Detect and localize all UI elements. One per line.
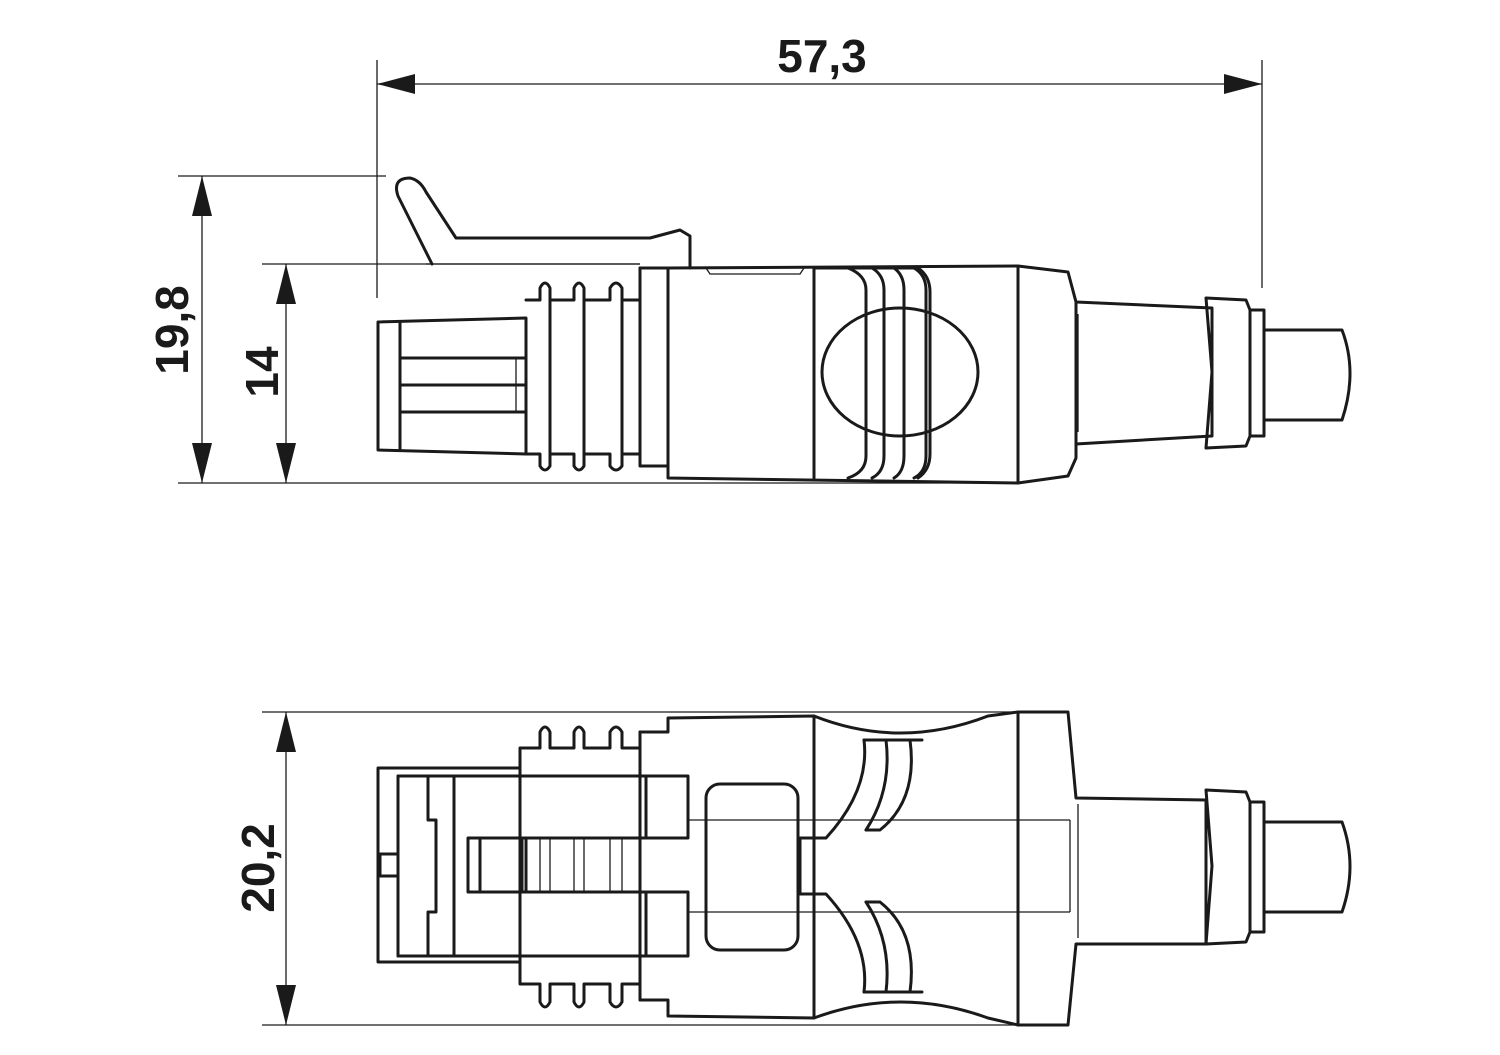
dimension-side-body-height: 14 xyxy=(236,263,640,483)
cable xyxy=(1262,328,1352,422)
top-view xyxy=(376,710,1352,1027)
dimension-overall-length: 57,3 xyxy=(376,30,1263,298)
dimension-label-14: 14 xyxy=(236,346,288,398)
housing-body xyxy=(666,264,1078,485)
ribbed-collar xyxy=(524,266,670,472)
dimension-label-19-8: 19,8 xyxy=(146,285,198,375)
center-slot xyxy=(466,836,528,894)
ribbed-collar-top xyxy=(518,725,642,1009)
side-view xyxy=(376,176,1352,485)
latch-lever xyxy=(395,176,692,270)
dimension-label-20-2: 20,2 xyxy=(232,823,284,913)
housing-window xyxy=(704,782,800,952)
cable-nut-top xyxy=(1204,788,1252,946)
dimension-label-57-3: 57,3 xyxy=(777,30,867,82)
grip-rings xyxy=(812,266,980,480)
grip-ridges-top xyxy=(798,738,924,994)
cable-nut xyxy=(1204,296,1252,450)
latch-arm-lower xyxy=(452,890,690,958)
housing-top xyxy=(638,710,1208,1027)
strain-relief xyxy=(1074,300,1214,446)
cable-top xyxy=(1262,820,1352,914)
dimension-side-total-height: 19,8 xyxy=(146,175,990,484)
dimension-top-width: 20,2 xyxy=(232,711,1020,1026)
thumb-grip-circle xyxy=(820,306,980,438)
latch-arm-upper xyxy=(452,774,690,840)
